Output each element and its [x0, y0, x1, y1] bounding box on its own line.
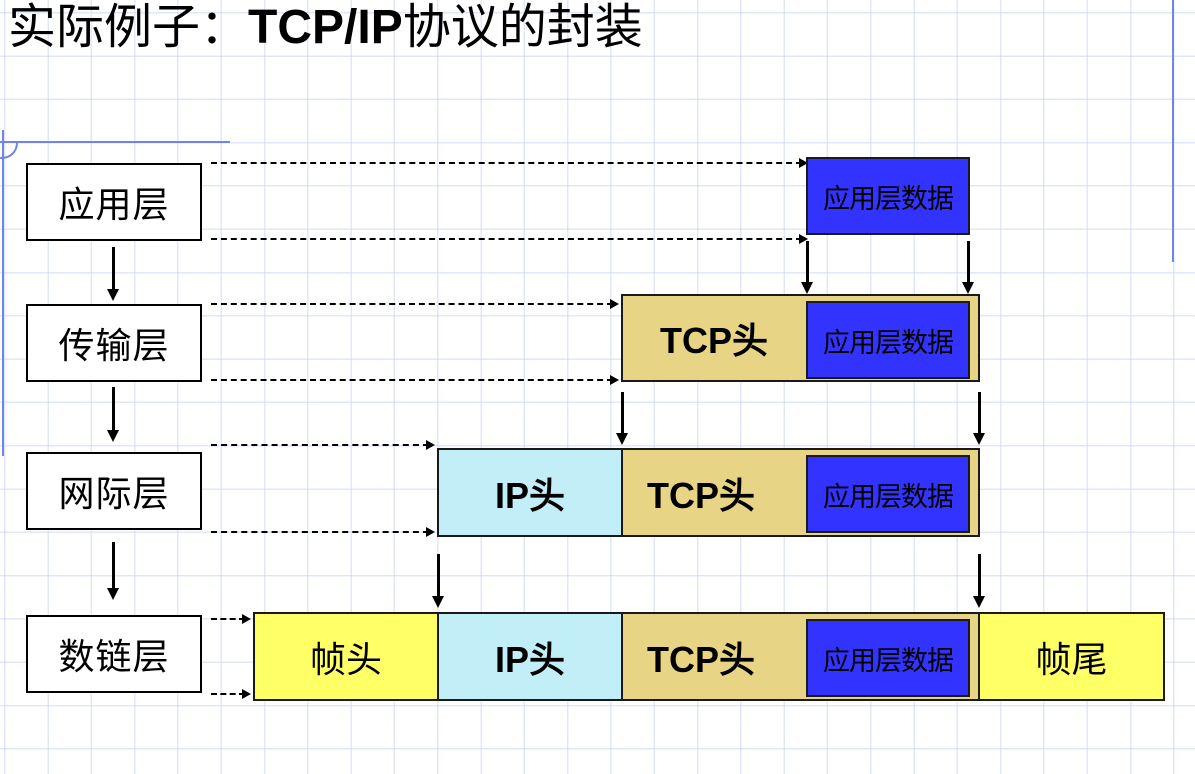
dashed-arrow-icon [211, 689, 251, 699]
segment-label: 帧尾 [1035, 638, 1108, 680]
dashed-arrow-icon [211, 158, 808, 168]
segment-label: 应用层数据 [823, 183, 954, 214]
layer-datalink: 数链层 [26, 615, 202, 693]
title-protocol: TCP/IP [248, 1, 403, 54]
segment-label: 应用层数据 [823, 645, 954, 676]
layer-label: 网际层 [58, 473, 170, 514]
segment-label: IP头 [494, 638, 565, 680]
frame-trailer-block: 帧尾 [978, 612, 1165, 701]
dashed-arrow-icon [211, 375, 619, 385]
layer-application: 应用层 [26, 163, 202, 241]
segment-label: 帧头 [309, 638, 382, 680]
app-data-block: 应用层数据 [806, 455, 970, 533]
decorative-right-line [1172, 0, 1174, 262]
segment-label: 应用层数据 [823, 481, 954, 512]
segment-label: TCP头 [659, 320, 768, 361]
ip-header-block: IP头 [437, 448, 623, 537]
down-arrow-icon [107, 542, 119, 600]
down-arrow-icon [107, 247, 119, 301]
layer-label: 应用层 [58, 184, 170, 225]
layer-transport: 传输层 [26, 304, 202, 382]
app-data-block: 应用层数据 [806, 157, 970, 235]
down-arrow-icon [973, 392, 985, 445]
frame-header-block: 帧头 [253, 612, 439, 701]
dashed-arrow-icon [211, 440, 435, 450]
segment-label: IP头 [494, 474, 565, 516]
layer-label: 数链层 [58, 636, 170, 677]
segment-label: TCP头 [647, 638, 756, 680]
layer-internet: 网际层 [26, 452, 202, 530]
segment-label: 应用层数据 [823, 327, 954, 358]
down-arrow-icon [107, 387, 119, 442]
down-arrow-icon [962, 241, 974, 294]
dashed-arrow-icon [211, 299, 619, 309]
dashed-arrow-icon [211, 234, 808, 244]
app-data-block: 应用层数据 [806, 619, 970, 697]
down-arrow-icon [616, 392, 628, 445]
page-title: 实际例子：TCP/IP协议的封装 [8, 0, 643, 60]
app-data-block: 应用层数据 [806, 301, 970, 379]
decorative-left-line [2, 130, 4, 456]
title-suffix: 协议的封装 [402, 1, 643, 54]
decorative-arc [0, 141, 18, 159]
segment-label: TCP头 [647, 474, 756, 516]
down-arrow-icon [973, 554, 985, 608]
down-arrow-icon [432, 554, 444, 608]
tcp-header-block: TCP头 [623, 296, 805, 380]
title-prefix: 实际例子： [8, 1, 249, 54]
decorative-horizontal-line [0, 141, 230, 143]
dashed-arrow-icon [211, 527, 435, 537]
down-arrow-icon [801, 241, 813, 294]
dashed-arrow-icon [211, 614, 251, 624]
layer-label: 传输层 [58, 325, 170, 366]
ip-header-block: IP头 [437, 612, 623, 701]
